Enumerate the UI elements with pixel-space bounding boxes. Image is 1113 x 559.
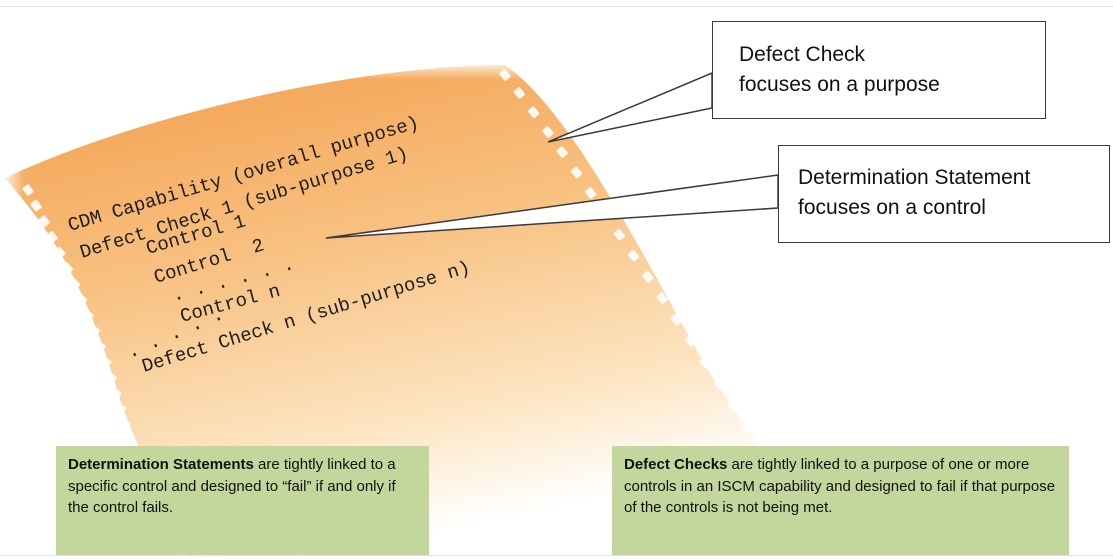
sprocket-hole <box>685 335 697 347</box>
sprocket-hole <box>585 187 597 199</box>
sprocket-hole <box>88 324 100 337</box>
defect-check-callout-line2: focuses on a purpose <box>739 73 940 96</box>
sprocket-hole <box>699 356 711 369</box>
top-rule <box>0 6 1113 7</box>
defect-checks-note-bold: Defect Checks <box>624 456 728 473</box>
sprocket-hole <box>642 271 654 283</box>
determination-note-bold: Determination Statements <box>68 456 254 473</box>
sprocket-hole <box>670 313 683 326</box>
defect-check-callout-line1: Defect Check <box>739 43 866 66</box>
sprocket-hole <box>119 418 131 430</box>
sprocket-hole <box>99 356 112 368</box>
determination-note-text: are tightly linked to a specific control… <box>68 456 396 516</box>
sprocket-hole <box>713 378 725 390</box>
determination-statements-note: Determination Statements are tightly lin… <box>56 446 429 556</box>
defect-checks-note-text: are tightly linked to a purpose of one o… <box>624 456 1056 516</box>
sprocket-hole <box>94 340 106 352</box>
defect-check-callout: Defect Check focuses on a purpose <box>712 21 1046 119</box>
sprocket-hole <box>656 292 668 304</box>
sprocket-hole <box>123 434 136 446</box>
bottom-rule <box>0 555 1113 556</box>
determination-callout-line2: focuses on a control <box>798 196 986 219</box>
sprocket-hole <box>613 228 625 241</box>
sprocket-hole <box>114 403 127 415</box>
determination-callout: Determination Statement focuses on a con… <box>778 145 1110 243</box>
sprocket-hole <box>104 371 117 384</box>
defect-checks-note: Defect Checks are tightly linked to a pu… <box>612 446 1069 556</box>
sprocket-hole <box>727 399 740 412</box>
determination-callout-line1: Determination Statement <box>798 166 1031 189</box>
sprocket-hole <box>627 249 640 262</box>
sprocket-hole <box>742 421 754 434</box>
sprocket-hole <box>82 309 94 321</box>
sprocket-hole <box>109 387 122 399</box>
